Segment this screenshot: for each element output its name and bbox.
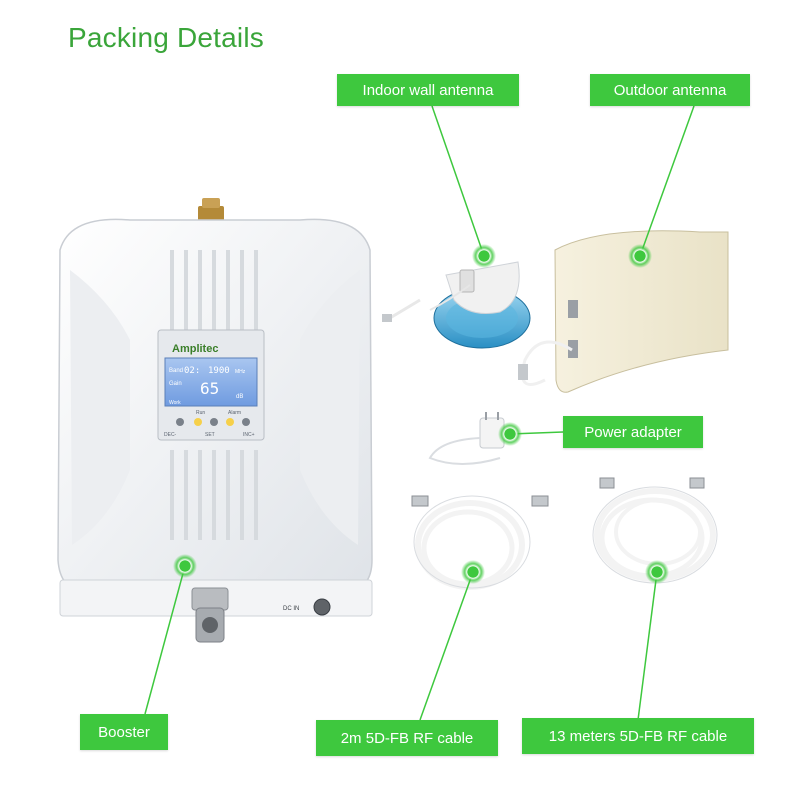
leader-line-13m <box>637 571 658 721</box>
callout-markers <box>173 244 669 584</box>
panel-run-label: Run <box>196 410 205 416</box>
lcd-gain-value: 65 <box>200 379 219 398</box>
marker-booster <box>173 554 197 578</box>
lcd-freq-value: 1900 <box>208 366 230 376</box>
page-title: Packing Details <box>68 22 264 53</box>
dc-in-label: DC IN <box>283 606 299 612</box>
booster-brand: Amplitec <box>172 343 218 355</box>
lcd-work-label: Work <box>169 400 181 406</box>
lcd-gain-label: Gain <box>169 381 182 387</box>
label-13m-rf-cable: 13 meters 5D-FB RF cable <box>522 718 754 754</box>
lcd-gain-unit: dB <box>236 394 243 400</box>
marker-cable-13m <box>645 560 669 584</box>
marker-power-adapter <box>498 422 522 446</box>
panel-set-label: SET <box>205 432 215 438</box>
lcd-band-label: Band <box>169 368 183 374</box>
panel-led-buttons <box>176 418 250 426</box>
booster-lcd-screen <box>164 357 258 407</box>
label-outdoor-antenna: Outdoor antenna <box>590 74 750 106</box>
dc-in-port <box>313 598 331 616</box>
leader-line-indoor <box>431 105 485 257</box>
leader-line-outdoor <box>639 105 695 257</box>
panel-alarm-label: Alarm <box>228 410 241 416</box>
label-booster: Booster <box>80 714 168 750</box>
leader-lines <box>144 105 695 721</box>
label-power-adapter: Power adapter <box>563 416 703 448</box>
label-2m-rf-cable: 2m 5D-FB RF cable <box>316 720 498 756</box>
indoor-antenna-image <box>382 261 531 349</box>
booster-fins <box>170 250 258 540</box>
outdoor-antenna-image <box>518 230 729 393</box>
marker-indoor-antenna <box>472 244 496 268</box>
leader-line-2m <box>419 571 474 721</box>
leader-line-booster <box>144 565 186 715</box>
booster-bottom-connector <box>191 587 229 643</box>
panel-dec-label: DEC- <box>164 432 177 438</box>
marker-cable-2m <box>461 560 485 584</box>
power-adapter-image <box>428 412 505 465</box>
booster-device: Amplitec Band 02: 1900 MHz Gain 65 dB Wo… <box>57 198 373 643</box>
marker-outdoor-antenna <box>628 244 652 268</box>
panel-inc-label: INC+ <box>243 432 255 438</box>
label-indoor-wall-antenna: Indoor wall antenna <box>337 74 519 106</box>
lcd-band-value: 02: <box>184 366 200 376</box>
lcd-freq-unit: MHz <box>235 369 246 375</box>
